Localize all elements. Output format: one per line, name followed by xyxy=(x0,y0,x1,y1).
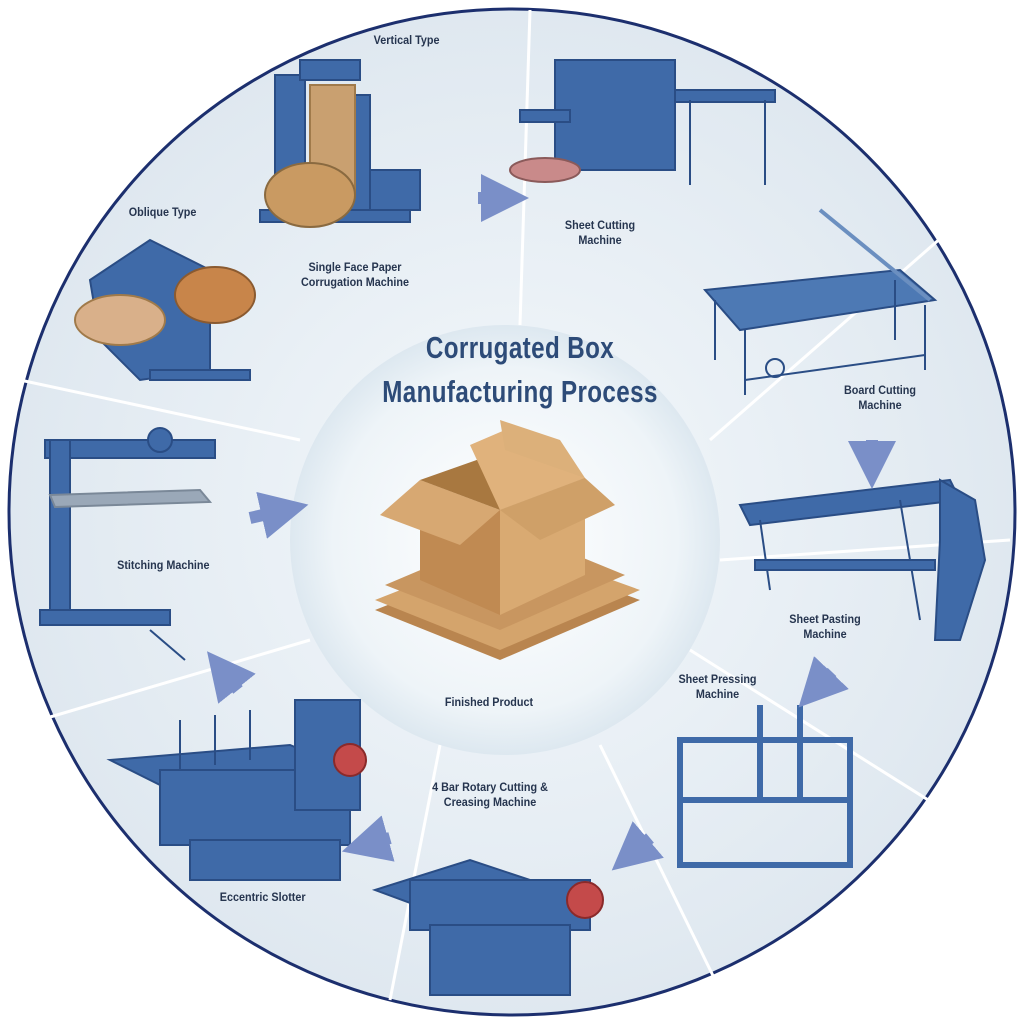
label-line: Machine xyxy=(695,687,740,701)
label-line: Creasing Machine xyxy=(443,795,537,809)
label-line: Machine xyxy=(578,233,622,247)
label-rotary-cutting-creasing: 4 Bar Rotary Cutting &Creasing Machine xyxy=(414,780,567,810)
arrow-right-icon xyxy=(248,491,309,539)
label-line: Machine xyxy=(858,398,902,412)
label-line: 4 Bar Rotary Cutting & xyxy=(432,780,548,794)
sheet-pasting-machine-image xyxy=(738,478,987,641)
title-line-2: Manufacturing Process xyxy=(382,374,658,409)
arrow-left-icon xyxy=(341,815,395,862)
diagram-title: Corrugated Box Manufacturing Process xyxy=(348,326,691,414)
cardboard-box-icon xyxy=(375,420,640,660)
label-eccentric-slotter: Eccentric Slotter xyxy=(219,890,306,904)
label-line: Sheet Cutting xyxy=(564,218,636,232)
label-line: Corrugation Machine xyxy=(300,275,409,289)
sheet-cutting-machine-image xyxy=(509,59,776,185)
label-line: Single Face Paper xyxy=(308,260,402,274)
arrow-up-left-icon xyxy=(207,651,256,704)
label-finished-product: Finished Product xyxy=(444,695,534,709)
oblique-corrugation-machine-image xyxy=(74,238,256,382)
label-line: Machine xyxy=(803,627,847,641)
rotary-cutting-creasing-machine-image xyxy=(371,858,604,996)
vertical-corrugation-machine-image xyxy=(259,59,421,228)
label-oblique-type: Oblique Type xyxy=(128,205,197,219)
board-cutting-machine-image xyxy=(702,208,938,395)
arrow-down-left-icon xyxy=(611,821,664,871)
stitching-machine-image xyxy=(39,427,216,661)
arrow-down-left-icon xyxy=(798,656,849,708)
label-vertical-type: Vertical Type xyxy=(373,33,440,47)
label-line: Board Cutting xyxy=(844,383,916,397)
label-stitching-machine: Stitching Machine xyxy=(117,558,210,572)
label-line: Sheet Pressing xyxy=(678,672,757,686)
eccentric-slotter-image xyxy=(106,699,367,881)
label-line: Sheet Pasting xyxy=(789,612,861,626)
sheet-pressing-machine-image xyxy=(677,705,853,868)
title-line-1: Corrugated Box xyxy=(425,330,615,365)
